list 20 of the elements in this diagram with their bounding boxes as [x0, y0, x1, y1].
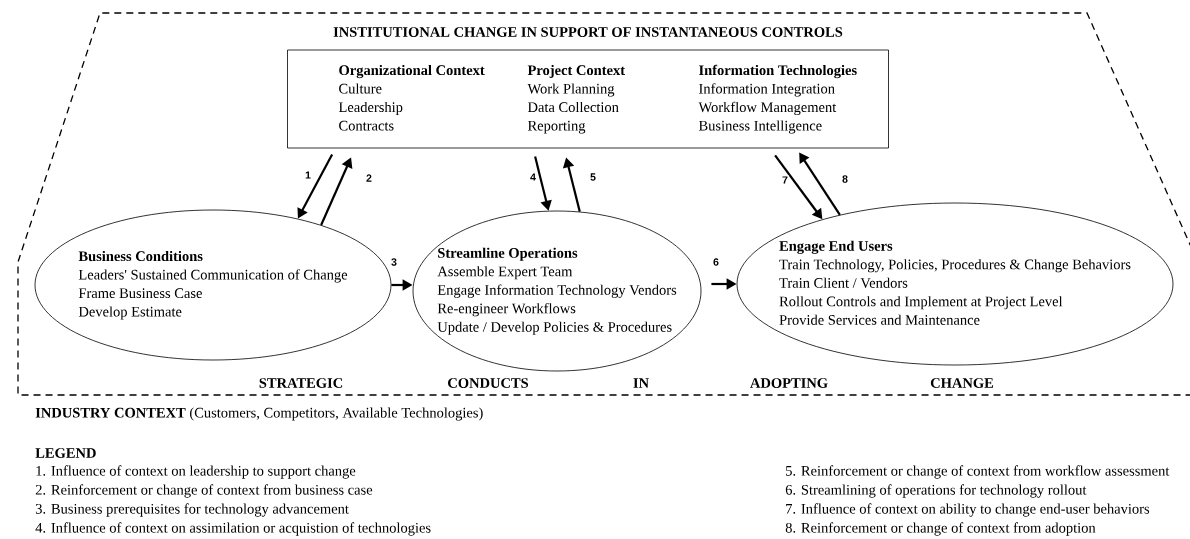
- legend-entry: 5. Reinforcement or change of context from workflow assessment: [786, 465, 1170, 479]
- context-box: Organizational Context Project Context Information Technologies Culture Work Planning Information Integration Leadership Data Collection Workflow Management Contracts Reporting Business Intelligence: [287, 49, 889, 149]
- edge-label: 2: [365, 173, 373, 183]
- legend-entry: 6. Streamlining of operations for technology rollout: [785, 484, 1087, 498]
- legend-entry: 3. Business prerequisites for technology advancement: [35, 503, 349, 517]
- edge-label: 5: [589, 172, 597, 182]
- legend-entry: 8. Reinforcement or change of context from adoption: [785, 522, 1096, 536]
- legend-entry: 1. Influence of context on leadership to support change: [36, 465, 356, 479]
- band-word: STRATEGIC: [259, 378, 343, 388]
- edge-label: 6: [712, 257, 720, 267]
- edge-label: 4: [529, 172, 537, 182]
- legend-entry: 2. Reinforcement or change of context from business case: [35, 484, 373, 498]
- edge-label: 3: [390, 257, 398, 267]
- context-note: INDUSTRY CONTEXT (Customers, Competitors, Available Technologies): [35, 407, 483, 421]
- legend-heading: LEGEND: [35, 448, 96, 458]
- edge-label: 7: [781, 175, 789, 185]
- edge-label: 1: [304, 170, 312, 180]
- legend-entry: 4. Influence of context on assimilation or acquistion of technologies: [35, 522, 431, 536]
- legend-entry: 7. Influence of context on ability to change end-user behaviors: [786, 503, 1150, 517]
- edge-label: 8: [841, 174, 849, 184]
